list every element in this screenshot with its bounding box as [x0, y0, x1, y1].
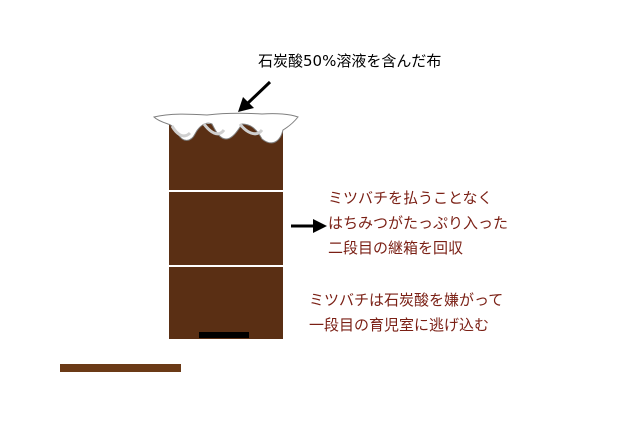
remove-super-label: ミツバチを払うことなく はちみつがたっぷり入った 二段目の継箱を回収 [328, 186, 508, 261]
hive-body [169, 124, 283, 339]
remove-super-line-3: 二段目の継箱を回収 [328, 239, 464, 257]
bees-move-label: ミツバチは石炭酸を嫌がって 一段目の育児室に逃げ込む [309, 288, 503, 338]
hive-entrance [199, 332, 249, 338]
arrow-down-left-icon [238, 80, 272, 112]
cloth-fold-shadow [170, 123, 264, 138]
cloth-label-text: 石炭酸50%溶液を含んだ布 [258, 52, 442, 70]
bees-move-line-1: ミツバチは石炭酸を嫌がって [309, 291, 504, 309]
remove-super-line-1: ミツバチを払うことなく [328, 189, 493, 207]
bees-move-line-2: 一段目の育児室に逃げ込む [309, 316, 490, 334]
ground-bar [60, 364, 181, 372]
remove-super-line-2: はちみつがたっぷり入った [328, 214, 509, 232]
cloth-label: 石炭酸50%溶液を含んだ布 [258, 49, 441, 74]
arrow-right-icon [291, 219, 327, 233]
